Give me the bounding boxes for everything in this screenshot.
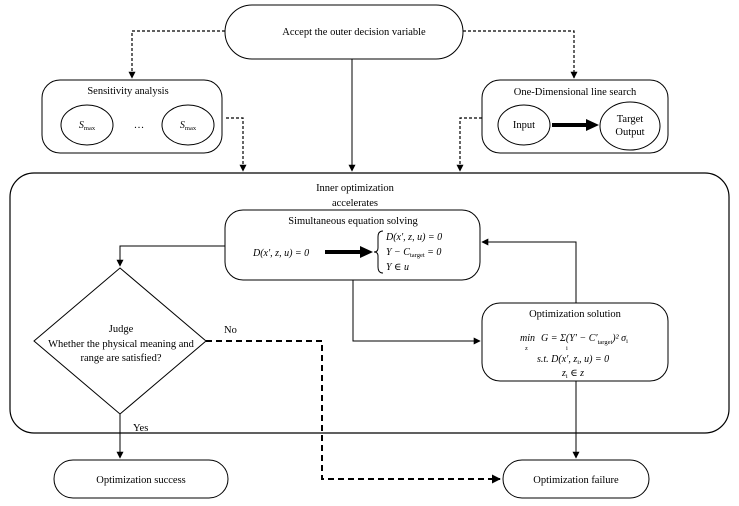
input-circle [497,104,551,146]
optimization-solution-node [481,302,669,382]
judge-line3: range are satisfied? [80,353,161,364]
line-search-title: One-Dimensional line search [514,87,637,98]
sensitivity-title: Sensitivity analysis [87,86,168,97]
inner-optimization-frame [9,172,730,434]
accept-label: Accept the outer decision variable [282,27,426,38]
target-output-circle [599,101,661,151]
opt-sum-sub: i [566,345,568,352]
optimization-failure-label: Optimization failure [533,475,619,486]
judge-line2: Whether the physical meaning and [48,339,195,350]
accept-node [224,4,464,60]
edge-label-no: No [224,325,237,336]
edge-sensitivity-to-inner [226,117,247,172]
edge-simultaneous-to-optimization [352,280,481,345]
inner-title-line1: Inner optimization [316,183,395,194]
optimization-success-node [53,459,229,499]
edge-accept-to-sensitivity [128,30,225,79]
input-label: Input [513,120,535,131]
edge-accept-to-line-search [463,30,578,79]
sim-thick-arrowhead [360,246,373,258]
edge-simultaneous-to-judge [116,245,225,267]
output-label: Output [615,127,644,138]
smax-right-circle [161,104,215,146]
target-label: Target [617,114,644,125]
simultaneous-title: Simultaneous equation solving [288,216,418,227]
input-to-target-arrowhead [586,119,599,131]
optimization-solution-title: Optimization solution [529,309,622,320]
opt-min-sub: z [525,345,528,352]
sim-rhs-line2: Y − Ctarget = 0 [386,247,441,259]
edge-optimization-feedback [481,238,577,303]
smax-right-label: Smax [180,120,197,132]
sim-brace [373,230,384,274]
sim-rhs-line3: Y ∈ u [386,262,409,273]
smax-left-label: Smax [79,120,96,132]
edge-judge-to-failure [206,340,501,484]
sim-rhs-line1: D(x′, z, u) = 0 [385,232,442,243]
sensitivity-ellipsis: … [134,120,145,131]
opt-constraint: s.t. D(x′, zi, u) = 0 [537,354,609,366]
judge-line1: Judge [109,324,134,335]
optimization-success-label: Optimization success [96,475,186,486]
optimization-failure-node [502,459,650,499]
edge-label-yes: Yes [133,423,148,434]
edge-line-search-to-inner [456,117,482,172]
sim-lhs-equation: D(x′, z, u) = 0 [252,248,309,259]
inner-title-line2: accelerates [332,198,378,209]
opt-domain: zi ∈ z [561,368,584,380]
smax-left-circle [60,104,114,146]
